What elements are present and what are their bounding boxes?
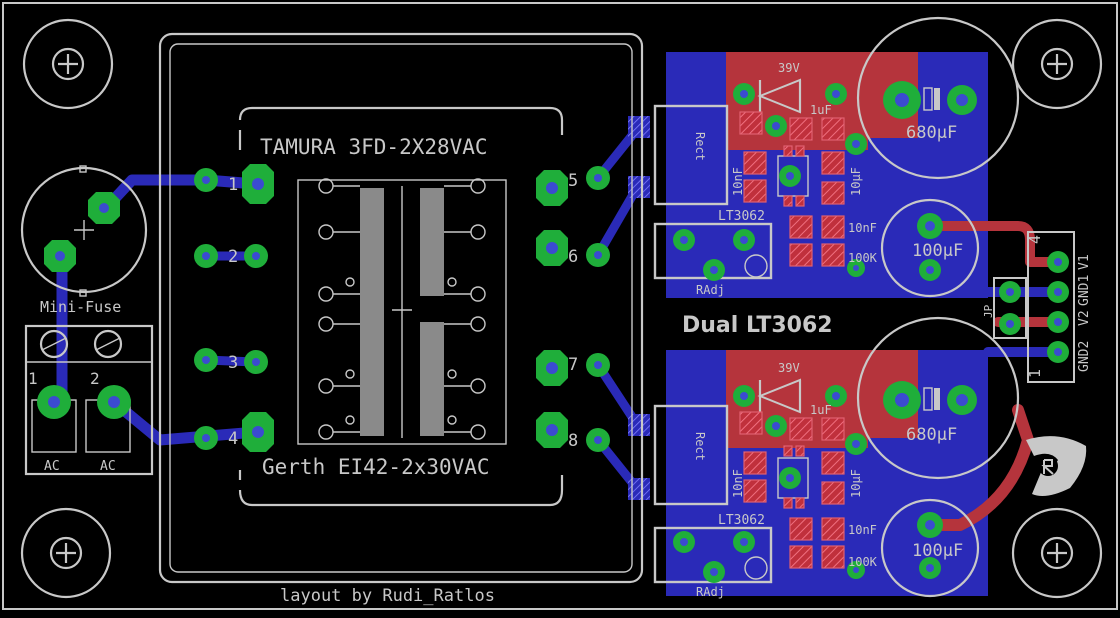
regulator-module-2: [653, 316, 1020, 598]
pin-label-5: 5: [568, 171, 578, 191]
connector-pin-4: 4: [1026, 235, 1044, 244]
logo-icon: [1026, 436, 1087, 496]
reg2-res: 100K: [848, 555, 878, 569]
board-title: Dual LT3062: [682, 313, 833, 338]
connector-label-v2: V2: [1077, 310, 1092, 326]
screw-terminal: [24, 324, 154, 476]
pin-label-8: 8: [568, 431, 578, 451]
regulator-module-1: [653, 16, 1020, 298]
transformer: [158, 32, 644, 584]
output-connector: [1027, 231, 1075, 383]
transformer-label-bottom: Gerth EI42-2x30VAC: [262, 455, 490, 479]
reg1-cap-10uf: 10µF: [849, 167, 863, 196]
via-hatch-3: [628, 414, 650, 436]
terminal-label-2: 2: [90, 369, 100, 388]
reg2-chip: LT3062: [718, 513, 765, 528]
mounting-hole-top-left: [22, 18, 114, 110]
mounting-hole-top-right: [1011, 18, 1103, 110]
reg1-rect: Rect: [693, 132, 707, 161]
pin-label-2: 2: [228, 247, 238, 267]
pin-label-1: 1: [228, 175, 238, 195]
reg2-cap-big: 680µF: [906, 425, 957, 445]
reg1-cap-10nf-a: 10nF: [731, 167, 745, 196]
layout-credit: layout by Rudi_Ratlos: [280, 586, 495, 606]
reg1-zener: 39V: [778, 61, 800, 75]
reg1-cap-10nf-b: 10nF: [848, 221, 877, 235]
pin-label-4: 4: [228, 429, 238, 449]
connector-label-v1: V1: [1077, 254, 1092, 270]
reg1-cap-big: 680µF: [906, 123, 957, 143]
jumper-label: JP: [982, 304, 995, 318]
connector-label-gnd2: GND2: [1077, 341, 1092, 372]
reg1-chip: LT3062: [718, 209, 765, 224]
fuse-holder: [20, 165, 148, 297]
connector-pin-1: 1: [1026, 369, 1044, 378]
reg2-cap-10nf-b: 10nF: [848, 523, 877, 537]
reg2-trim: RAdj: [696, 585, 725, 599]
reg2-cap-10uf: 10µF: [849, 469, 863, 498]
transformer-pads: [194, 164, 610, 452]
transformer-label-top: TAMURA 3FD-2X28VAC: [260, 135, 488, 159]
reg2-rect: Rect: [693, 432, 707, 461]
reg2-cap-10nf-a: 10nF: [731, 469, 745, 498]
terminal-label-1: 1: [28, 369, 38, 388]
via-hatch-4: [628, 478, 650, 500]
via-hatch-2: [628, 176, 650, 198]
reg2-cap-small: 1uF: [810, 403, 832, 417]
reg2-cap-100uf: 100µF: [912, 541, 963, 561]
fuse-label: Mini-Fuse: [40, 298, 121, 316]
pin-label-7: 7: [568, 355, 578, 375]
reg1-cap-small: 1uF: [810, 103, 832, 117]
connector-label-gnd1: GND1: [1077, 275, 1092, 306]
terminal-ac-1: AC: [44, 459, 60, 474]
reg1-cap-100uf: 100µF: [912, 241, 963, 261]
jumper: [993, 277, 1027, 339]
reg1-trim: RAdj: [696, 283, 725, 297]
via-hatch-1: [628, 116, 650, 138]
terminal-ac-2: AC: [100, 459, 116, 474]
mounting-hole-bottom-left: [20, 507, 112, 599]
pin-label-6: 6: [568, 247, 578, 267]
pin-label-3: 3: [228, 353, 238, 373]
reg1-res: 100K: [848, 251, 878, 265]
reg2-zener: 39V: [778, 361, 800, 375]
mounting-hole-bottom-right: [1011, 507, 1103, 599]
